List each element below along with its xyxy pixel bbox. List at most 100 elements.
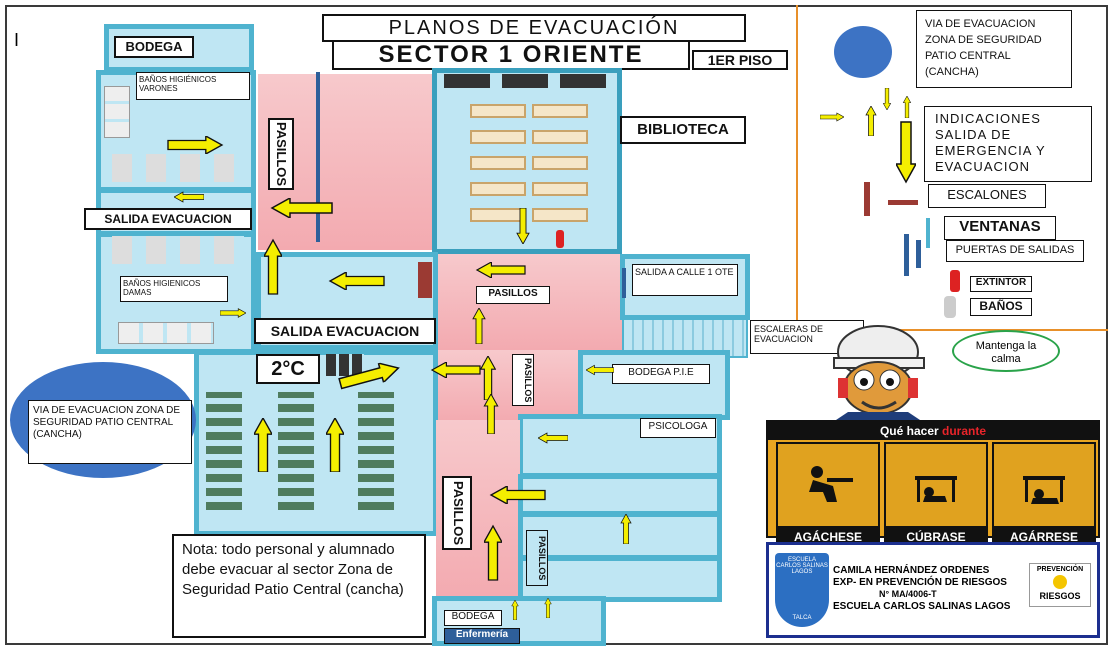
action-cubrase: CÚBRASE [884,442,988,550]
legend-divider-horizontal [796,329,1108,331]
salida-calle-label: SALIDA A CALLE 1 OTE [632,264,738,296]
action-agachese: AGÁCHESE [776,442,880,550]
zona-seguridad-left-label: VIA DE EVACUACION ZONA DE SEGURIDAD PATI… [28,400,192,464]
library-table [532,208,588,222]
pasillos-center-label: PASILLOS [476,286,550,304]
evacuation-arrow [326,418,344,472]
evacuation-note: Nota: todo personal y alumnado debe evac… [172,534,426,638]
classroom-2c-label: 2°C [256,354,320,384]
evacuation-arrow [486,486,550,504]
quake-panel-header: Qué hacer durante [768,422,1098,440]
credit-line-2: EXP- EN PREVENCIÓN DE RIESGOS [833,577,1007,588]
prevencion-logo-top: PREVENCIÓN [1036,566,1084,573]
salida-evacuacion-2: SALIDA EVACUACION [254,318,436,344]
evacuation-arrow [484,520,502,586]
evacuation-arrow [164,136,226,154]
student-desks [206,392,242,510]
banos-label: BAÑOS [970,298,1032,316]
library-table [532,182,588,196]
legend-arrow-curve [860,106,882,136]
pasillos-big-label: PASILLOS [442,476,472,550]
bodega-pie-room [578,350,730,420]
corner-mark: I [14,30,20,50]
door-calle [622,268,626,298]
evacuation-arrow [618,514,634,544]
ventanas-label: VENTANAS [944,216,1056,240]
indicaciones-label: INDICACIONES SALIDA DE EMERGENCIA Y EVAC… [924,106,1092,182]
puertas-legend-icon [904,234,909,276]
evacuation-arrow [174,190,204,204]
credit-line-1: CAMILA HERNÁNDEZ ORDENES [833,565,990,576]
pasillos-bottom-label: PASILLOS [526,530,548,586]
salida-evacuacion-1: SALIDA EVACUACION [84,208,252,230]
banos-varones-label: BAÑOS HIGIÉNICOS VARONES [136,72,250,100]
puertas-label: PUERTAS DE SALIDAS [946,240,1084,262]
evacuation-arrow [482,394,500,434]
puertas-legend-icon-2 [916,240,921,268]
evacuation-arrow [514,208,532,244]
library-table [532,130,588,144]
urinals-damas [112,236,244,264]
door-left-corridor [316,72,320,242]
biblioteca-room [432,68,622,254]
sinks-damas [118,322,214,344]
library-table [532,104,588,118]
extintor-icon [556,230,564,248]
credit-line-4: ESCUELA CARLOS SALINAS LAGOS [833,601,1011,612]
school-logo-text: ESCUELA CARLOS SALINAS LAGOS [776,557,828,575]
legend-arrow-up [900,96,914,118]
legend-arrow-down [880,88,894,110]
pasillos-small-corridor [438,350,578,422]
credit-line-3: N° MA/4006-T [879,589,937,599]
escalones-door [418,262,432,298]
banos-legend-icon [944,296,956,318]
safety-mascot [818,322,942,434]
evacuation-arrow [508,600,522,620]
bodega-top-label: BODEGA [114,36,194,58]
credit-box: ESCUELA CARLOS SALINAS LAGOS TALCA CAMIL… [766,542,1100,638]
evacuation-arrow [470,308,488,344]
evacuation-arrow [430,362,482,378]
action-agarrese: AGÁRRESE [992,442,1096,550]
student-desks [278,392,314,510]
library-shelves [444,74,614,88]
prevencion-logo: PREVENCIÓN RIESGOS [1029,563,1091,607]
evacuation-arrow [470,262,532,278]
title-line-1: PLANOS DE EVACUACIÓN [322,14,746,42]
evacuation-arrow [220,306,246,320]
sinks-varones [104,86,130,138]
evacuation-arrow [304,272,410,290]
toilets-varones [112,154,244,182]
speech-bubble: Mantenga la calma [952,330,1060,372]
banos-damas-label: BAÑOS HIGIENICOS DAMAS [120,276,228,302]
pasillos-small-label: PASILLOS [512,354,534,406]
escalones-label: ESCALONES [928,184,1046,208]
legend-arrow-long-down [896,116,916,188]
title-line-2: SECTOR 1 ORIENTE [332,40,690,70]
evacuation-arrow [586,362,614,378]
ventanas-legend-icon [926,218,930,248]
extintor-label: EXTINTOR [970,276,1032,292]
library-table [470,130,526,144]
prevencion-logo-bottom: RIESGOS [1039,591,1081,601]
enfermeria-label: Enfermería [444,628,520,644]
evacuation-arrow [264,236,282,298]
hold-icon [1023,476,1065,504]
zona-legend-ellipse [834,26,892,78]
office-room-3 [518,556,722,602]
escalones-legend-icon-2 [888,200,918,205]
extintor-legend-icon [950,270,960,292]
cover-icon [915,476,957,502]
zona-legend-label: VIA DE EVACUACION ZONA DE SEGURIDAD PATI… [916,10,1072,88]
prevencion-logo-dot [1053,575,1067,589]
quake-title-a: Qué hacer [879,424,942,438]
legend-divider-vertical [796,5,798,331]
library-table [532,156,588,170]
escalones-legend-icon [864,182,870,216]
library-table [470,104,526,118]
floor-label: 1ER PISO [692,50,788,70]
evacuation-arrow [538,430,568,446]
evacuation-arrow [254,418,272,472]
school-logo: ESCUELA CARLOS SALINAS LAGOS TALCA [775,553,829,627]
student-desks [358,392,394,510]
